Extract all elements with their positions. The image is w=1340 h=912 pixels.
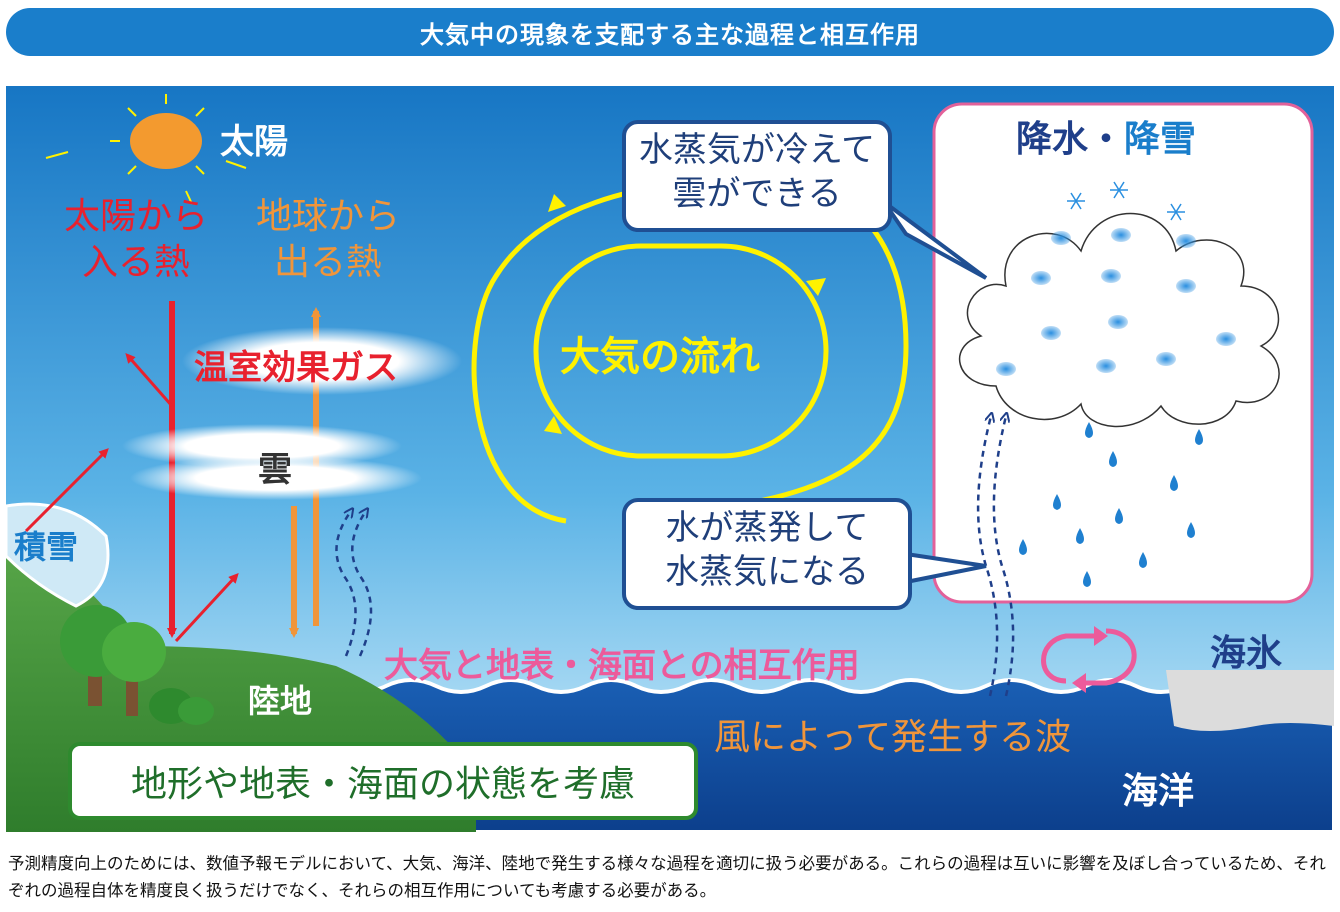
precipitation-title: 降水・降雪 bbox=[1016, 110, 1196, 162]
condense-line2: 雲ができる bbox=[672, 174, 842, 214]
sun-label: 太陽 bbox=[220, 122, 288, 162]
snow-cover bbox=[6, 502, 110, 608]
snow-cover-label: 積雪 bbox=[14, 528, 79, 566]
cloud-layer-bottom bbox=[130, 456, 422, 500]
heat-out-line2: 出る熱 bbox=[274, 242, 383, 283]
snowflake-icons bbox=[1067, 181, 1185, 221]
circulation-label: 大気の流れ bbox=[560, 334, 760, 380]
sea-vapor-arrows bbox=[976, 416, 1015, 697]
condense-callout-tail bbox=[882, 200, 988, 280]
waves-label: 風によって発生する波 bbox=[714, 717, 1072, 758]
evaporate-line2: 水蒸気になる bbox=[665, 552, 869, 592]
ghg-label: 温室効果ガス bbox=[194, 348, 398, 388]
heat-out-line1: 地球から bbox=[256, 196, 401, 237]
heat-in-line1: 太陽から bbox=[64, 196, 209, 237]
snowfall-label: 降雪 bbox=[1124, 119, 1197, 160]
condense-line1: 水蒸気が冷えて bbox=[638, 130, 876, 170]
condense-callout: 水蒸気が冷えて 雲ができる bbox=[622, 120, 892, 232]
interaction-cycle-icon bbox=[1041, 626, 1137, 693]
interaction-label: 大気と地表・海面との相互作用 bbox=[384, 646, 860, 686]
caption: 予測精度向上のためには、数値予報モデルにおいて、大気、海洋、陸地で発生する様々な… bbox=[8, 854, 1326, 900]
evaporate-callout: 水が蒸発して 水蒸気になる bbox=[622, 498, 912, 610]
title-bar: 大気中の現象を支配する主な過程と相互作用 bbox=[6, 8, 1334, 56]
land-vapor-arrows bbox=[335, 511, 373, 657]
land-label: 陸地 bbox=[248, 682, 313, 720]
rain-label: 降水 bbox=[1016, 119, 1089, 160]
terrain-box: 地形や地表・海面の状態を考慮 bbox=[68, 742, 698, 820]
diagram-scene: 太陽 太陽から 入る熱 地球から 出る熱 温室効果ガス 雲 積雪 大気の流れ 水… bbox=[6, 86, 1334, 832]
terrain-label: 地形や地表・海面の状態を考慮 bbox=[130, 764, 635, 805]
sun-icon bbox=[45, 94, 247, 205]
ocean-label: 海洋 bbox=[1122, 771, 1195, 812]
heat-out-label: 地球から 出る熱 bbox=[256, 194, 400, 286]
heat-in-line2: 入る熱 bbox=[82, 242, 191, 283]
sea-ice bbox=[1166, 670, 1334, 731]
evaporate-line1: 水が蒸発して bbox=[665, 508, 869, 548]
page-title: 大気中の現象を支配する主な過程と相互作用 bbox=[420, 20, 920, 49]
sea-ice-label: 海氷 bbox=[1210, 633, 1283, 674]
cloud-droplets bbox=[996, 228, 1236, 376]
heat-in-label: 太陽から 入る熱 bbox=[64, 194, 208, 286]
trees bbox=[60, 605, 214, 725]
precip-separator: ・ bbox=[1088, 119, 1125, 160]
cloud-layer-top bbox=[122, 424, 402, 468]
raindrops bbox=[1019, 422, 1203, 587]
cloud-label: 雲 bbox=[258, 450, 292, 490]
ghg-cloud bbox=[182, 327, 462, 395]
